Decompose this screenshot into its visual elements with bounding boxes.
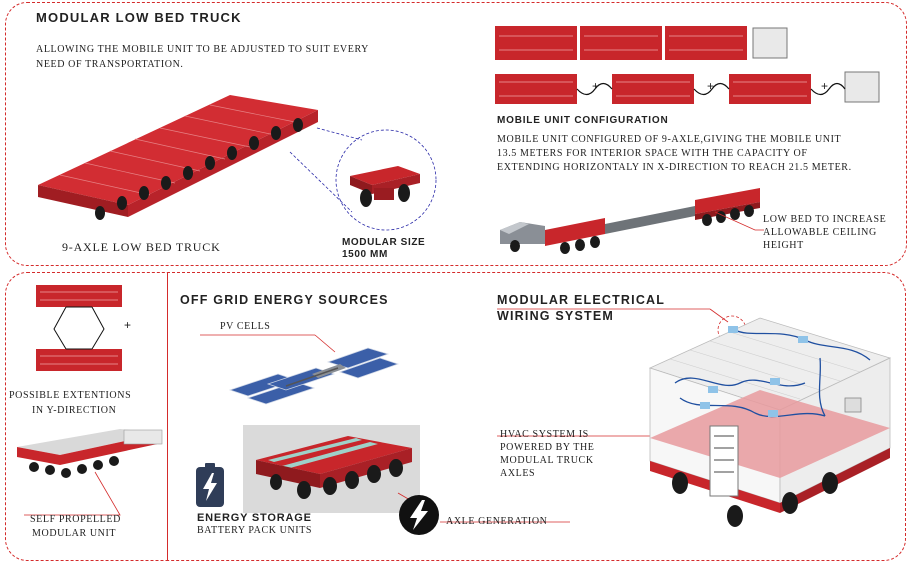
hvac-note-line1: HVAC SYSTEM IS (500, 429, 589, 440)
config-text-line3: EXTENDING HORIZONTALY IN X-DIRECTION TO … (497, 162, 852, 173)
config-plus-sign-3: + (821, 79, 829, 93)
y-extension-caption-line2: IN Y-DIRECTION (32, 405, 117, 416)
self-propelled-unit-illustration (17, 429, 163, 478)
single-module-illustration (350, 166, 420, 207)
config-plus-sign-2: + (707, 79, 715, 93)
configuration-diagram (495, 26, 880, 104)
hvac-note-line3: MODULAL TRUCK (500, 455, 594, 466)
config-title: MOBILE UNIT CONFIGURATION (497, 115, 669, 126)
config-text-line1: MOBILE UNIT CONFIGURED OF 9-AXLE,GIVING … (497, 134, 842, 145)
self-propelled-caption-line1: SELF PROPELLED (30, 514, 121, 525)
y-extension-caption-line1: POSSIBLE EXTENTIONS (9, 390, 132, 401)
energy-section-title: OFF GRID ENERGY SOURCES (180, 293, 389, 307)
axle-generation-label: AXLE GENERATION (446, 516, 548, 527)
truck-caption: 9-AXLE LOW BED TRUCK (62, 240, 221, 254)
nine-axle-truck-illustration (38, 95, 318, 220)
low-bed-note-line2: ALLOWABLE CEILING (763, 227, 877, 238)
y-extension-plus-sign: + (124, 318, 132, 332)
low-bed-note-line1: LOW BED TO INCREASE (763, 214, 887, 225)
low-bed-truck-illustration (500, 188, 760, 254)
low-bed-note-line3: HEIGHT (763, 240, 804, 251)
energy-storage-truck-illustration (256, 436, 412, 499)
left-section-frame (5, 272, 168, 561)
truck-description-line2: NEED OF TRANSPORTATION. (36, 59, 184, 70)
module-size-label-line1: MODULAR SIZE (342, 237, 426, 248)
section-title-modular-truck: MODULAR LOW BED TRUCK (36, 10, 242, 25)
pv-panels-illustration (228, 347, 400, 405)
truck-description-line1: ALLOWING THE MOBILE UNIT TO BE ADJUSTED … (36, 44, 370, 55)
energy-wiring-section-frame (167, 272, 906, 561)
wiring-title-line1: MODULAR ELECTRICAL (497, 293, 666, 307)
mobile-unit-cutaway-illustration (648, 317, 892, 527)
config-plus-sign-1: + (592, 79, 600, 93)
wiring-title-line2: WIRING SYSTEM (497, 309, 614, 323)
pv-cells-label: PV CELLS (220, 321, 271, 332)
config-text-line2: 13.5 METERS FOR INTERIOR SPACE WITH THE … (497, 148, 808, 159)
lightning-icon (399, 495, 439, 535)
y-extension-diagram (36, 285, 122, 371)
energy-storage-subtitle: BATTERY PACK UNITS (197, 525, 313, 536)
hvac-note-line4: AXLES (500, 468, 536, 479)
top-section-frame (5, 2, 907, 266)
section-divider (167, 272, 168, 560)
self-propelled-caption-line2: MODULAR UNIT (32, 528, 117, 539)
energy-storage-title: ENERGY STORAGE (197, 512, 312, 524)
hvac-note-line2: POWERED BY THE (500, 442, 595, 453)
battery-icon (196, 463, 224, 507)
module-size-label-line2: 1500 MM (342, 249, 388, 260)
